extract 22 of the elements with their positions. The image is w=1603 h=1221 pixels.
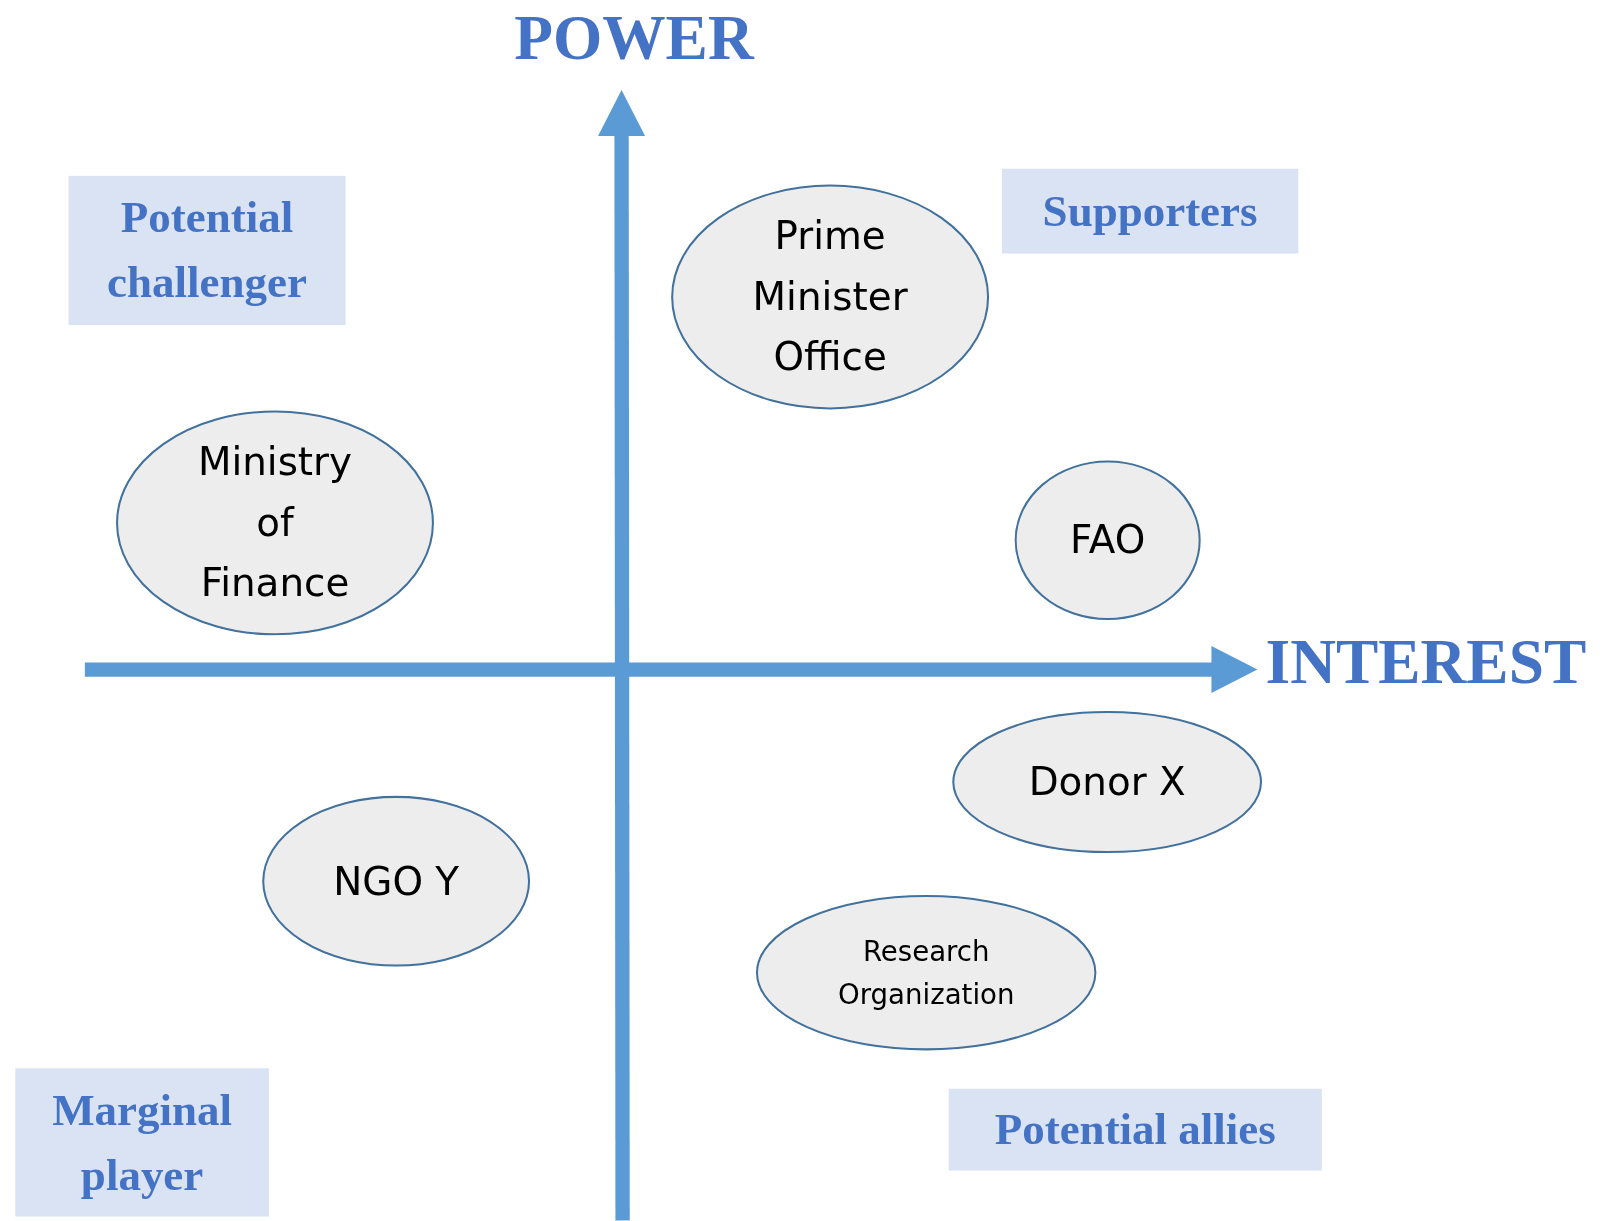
quadrant-label-box (68, 175, 346, 326)
stakeholder-name: Donor X (1028, 758, 1186, 807)
quadrant-label-box (15, 1068, 269, 1217)
stakeholder-name: Ministry of Finance (196, 438, 354, 608)
stakeholder-ellipse (1014, 460, 1202, 621)
axis-title: POWER (514, 2, 754, 75)
quadrant-label: Supporters (1042, 184, 1258, 238)
quadrant-label: Potential allies (994, 1103, 1276, 1157)
stakeholder-name: NGO Y (333, 857, 460, 906)
quadrant-label: Marginal player (51, 1083, 234, 1202)
stakeholder-name: Research Organization (836, 934, 1016, 1012)
quadrant-label: Potential challenger (106, 191, 308, 310)
stakeholder-ellipse (755, 894, 1097, 1051)
quadrant-label-box (1001, 168, 1299, 254)
stakeholder-ellipse (951, 710, 1263, 854)
stakeholder-ellipse (115, 409, 435, 636)
stakeholder-ellipse (261, 795, 531, 968)
axis-title: INTEREST (1265, 625, 1587, 699)
stakeholder-ellipse (670, 184, 990, 410)
quadrant-label-box (948, 1088, 1322, 1171)
stakeholder-name: Prime Minister Office (751, 212, 909, 382)
stakeholder-name: FAO (1070, 516, 1146, 565)
